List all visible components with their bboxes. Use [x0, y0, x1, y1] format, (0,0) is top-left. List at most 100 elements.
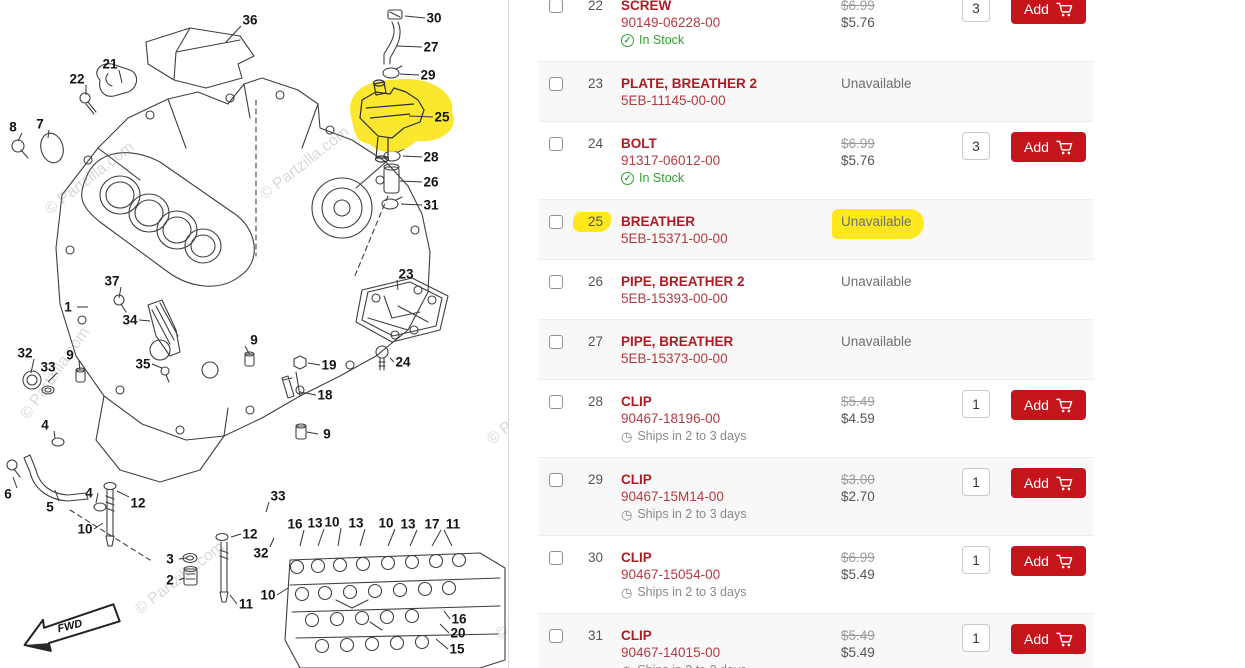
- part-name-link[interactable]: PIPE, BREATHER: [621, 334, 734, 349]
- diagram-callout-22: 22: [69, 72, 84, 87]
- ships-clock-icon: ◷: [621, 585, 633, 600]
- part-number-link[interactable]: 91317-06012-00: [621, 153, 721, 168]
- part-name-link[interactable]: CLIP: [621, 550, 652, 565]
- row-checkbox[interactable]: [549, 473, 563, 487]
- part-name-link[interactable]: PIPE, BREATHER 2: [621, 274, 745, 289]
- part-number-link[interactable]: 5EB-15371-00-00: [621, 231, 728, 246]
- part-name-link[interactable]: BREATHER: [621, 214, 695, 229]
- diagram-callout-15: 15: [449, 642, 465, 657]
- ref-number: 29: [587, 472, 603, 487]
- ref-number: 27: [587, 334, 603, 349]
- table-row: 24 BOLT 91317-06012-00 ✓ In Stock $6.99 …: [539, 121, 1093, 199]
- diagram-callout-4: 4: [85, 486, 93, 501]
- breather-part-art: [359, 79, 425, 163]
- row-checkbox[interactable]: [549, 395, 563, 409]
- quantity-input[interactable]: [962, 546, 990, 574]
- ref-number: 31: [587, 628, 603, 643]
- in-stock-check-icon: ✓: [621, 34, 634, 47]
- parts-table: 22 SCREW 90149-06228-00 ✓ In Stock $6.99…: [539, 0, 1093, 668]
- add-to-cart-button[interactable]: Add: [1011, 624, 1086, 654]
- part-number-link[interactable]: 5EB-15393-00-00: [621, 291, 728, 306]
- row-checkbox[interactable]: [549, 77, 563, 91]
- part-name-link[interactable]: SCREW: [621, 0, 672, 13]
- cart-icon: [1056, 476, 1073, 490]
- table-row: 30 CLIP 90467-15054-00 ◷ Ships in 2 to 3…: [539, 535, 1093, 613]
- diagram-callout-12: 12: [130, 496, 145, 511]
- quantity-input[interactable]: [962, 624, 990, 652]
- part-name-link[interactable]: CLIP: [621, 394, 652, 409]
- add-to-cart-button[interactable]: Add: [1011, 468, 1086, 498]
- part-name-link[interactable]: BOLT: [621, 136, 657, 151]
- quantity-input[interactable]: [962, 132, 990, 160]
- cart-icon: [1056, 2, 1073, 16]
- add-to-cart-button[interactable]: Add: [1011, 390, 1086, 420]
- part-number-link[interactable]: 5EB-11145-00-00: [621, 93, 726, 108]
- diagram-callout-6: 6: [4, 487, 12, 502]
- add-button-label: Add: [1024, 553, 1049, 569]
- pane-divider: [508, 0, 509, 668]
- row-checkbox[interactable]: [549, 215, 563, 229]
- diagram-callout-33: 33: [40, 360, 56, 375]
- diagram-callout-2: 2: [166, 573, 174, 588]
- diagram-callout-35: 35: [135, 357, 151, 372]
- add-to-cart-button[interactable]: Add: [1011, 132, 1086, 162]
- part-number-link[interactable]: 90467-15054-00: [621, 567, 721, 582]
- table-row: 31 CLIP 90467-14015-00 ◷ Ships in 2 to 3…: [539, 613, 1093, 668]
- part-name-link[interactable]: PLATE, BREATHER 2: [621, 76, 758, 91]
- part-number-link[interactable]: 90149-06228-00: [621, 15, 721, 30]
- current-price: $4.59: [841, 411, 875, 426]
- row-checkbox[interactable]: [549, 0, 563, 13]
- diagram-callout-21: 21: [102, 57, 118, 72]
- part-number-link[interactable]: 90467-15M14-00: [621, 489, 724, 504]
- table-row: 22 SCREW 90149-06228-00 ✓ In Stock $6.99…: [539, 0, 1093, 61]
- unavailable-text: Unavailable: [832, 209, 941, 239]
- diagram-callout-7: 7: [36, 117, 44, 132]
- diagram-callout-32: 32: [253, 546, 268, 561]
- table-row: 27 PIPE, BREATHER 5EB-15373-00-00 Unavai…: [539, 319, 1093, 379]
- in-stock-check-icon: ✓: [621, 172, 634, 185]
- part-number-link[interactable]: 90467-14015-00: [621, 645, 721, 660]
- ref-number: 28: [587, 394, 603, 409]
- diagram-callout-18: 18: [317, 388, 333, 403]
- quantity-input[interactable]: [962, 0, 990, 22]
- row-checkbox[interactable]: [549, 275, 563, 289]
- fwd-arrow: FWD: [23, 603, 121, 652]
- part-number-link[interactable]: 90467-18196-00: [621, 411, 721, 426]
- diagram-callout-10: 10: [378, 516, 393, 531]
- diagram-callout-13: 13: [348, 516, 364, 531]
- diagram-callout-11: 11: [239, 597, 254, 612]
- diagram-callout-4: 4: [41, 418, 49, 433]
- availability-text: In Stock: [639, 33, 685, 47]
- row-checkbox[interactable]: [549, 551, 563, 565]
- add-to-cart-button[interactable]: Add: [1011, 546, 1086, 576]
- watermark: © Partzilla.com: [132, 538, 227, 618]
- diagram-callout-11: 11: [446, 517, 461, 532]
- diagram-callout-20: 20: [450, 626, 465, 641]
- current-price: $5.76: [841, 15, 875, 30]
- table-row: 29 CLIP 90467-15M14-00 ◷ Ships in 2 to 3…: [539, 457, 1093, 535]
- add-to-cart-button[interactable]: Add: [1011, 0, 1086, 24]
- diagram-callout-9: 9: [323, 427, 331, 442]
- add-button-label: Add: [1024, 631, 1049, 647]
- diagram-callout-24: 24: [395, 355, 411, 370]
- row-checkbox[interactable]: [549, 629, 563, 643]
- table-row: 26 PIPE, BREATHER 2 5EB-15393-00-00 Unav…: [539, 259, 1093, 319]
- part-number-link[interactable]: 5EB-15373-00-00: [621, 351, 728, 366]
- ref-number: 30: [587, 550, 603, 565]
- diagram-callout-16: 16: [451, 612, 467, 627]
- part-name-link[interactable]: CLIP: [621, 472, 652, 487]
- old-price: $6.99: [841, 550, 875, 565]
- current-price: $5.49: [841, 645, 875, 660]
- row-checkbox[interactable]: [549, 137, 563, 151]
- cart-icon: [1056, 140, 1073, 154]
- quantity-input[interactable]: [962, 390, 990, 418]
- availability-line: ◷ Ships in 2 to 3 days: [621, 506, 841, 523]
- row-checkbox[interactable]: [549, 335, 563, 349]
- part-name-link[interactable]: CLIP: [621, 628, 652, 643]
- availability-text: Ships in 2 to 3 days: [637, 429, 747, 443]
- quantity-input[interactable]: [962, 468, 990, 496]
- watermark: © Partzilla.com: [492, 563, 508, 643]
- availability-text: Ships in 2 to 3 days: [637, 507, 747, 521]
